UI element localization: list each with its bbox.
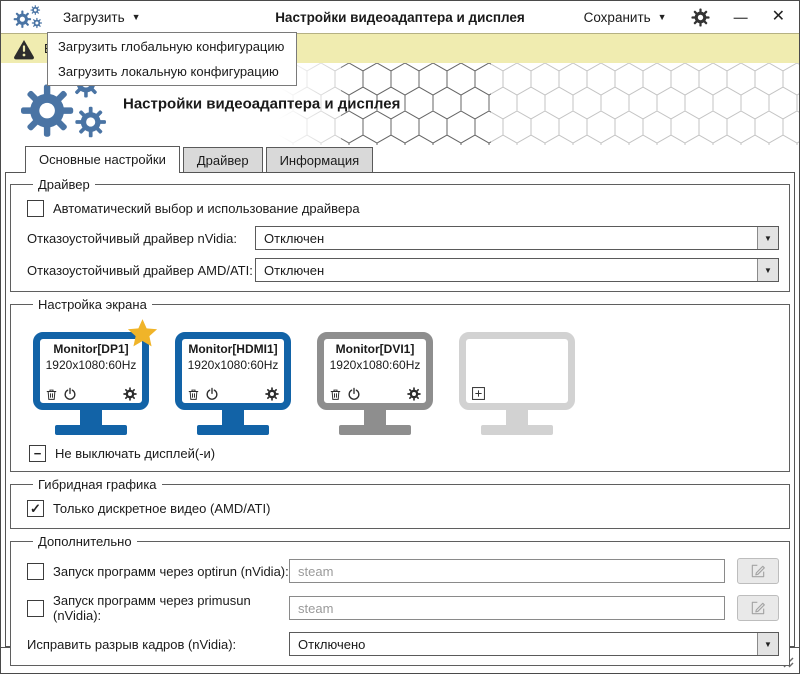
monitor-dvi1[interactable]: Monitor[DVI1] 1920x1080:60Hz bbox=[317, 332, 433, 435]
save-menu-label: Сохранить bbox=[583, 9, 651, 25]
power-monitor-icon[interactable] bbox=[347, 387, 361, 401]
group-driver: Драйвер Автоматический выбор и использов… bbox=[10, 177, 790, 292]
combo-arrow-icon: ▼ bbox=[757, 633, 778, 655]
page-header: Настройки видеоадаптера и дисплея bbox=[1, 63, 799, 145]
nvidia-failsafe-label: Отказоустойчивый драйвер nVidia: bbox=[27, 230, 237, 246]
load-dropdown-menu: Загрузить глобальную конфигурацию Загруз… bbox=[47, 32, 298, 86]
group-extra-legend: Дополнительно bbox=[38, 534, 132, 549]
menu-item-load-global[interactable]: Загрузить глобальную конфигурацию bbox=[58, 39, 285, 54]
group-hybrid-graphics: Гибридная графика ✓ Только дискретное ви… bbox=[10, 477, 790, 529]
chevron-down-icon: ▼ bbox=[131, 11, 141, 22]
minimize-button[interactable]: — bbox=[732, 8, 750, 26]
gear-icon bbox=[691, 8, 710, 27]
group-driver-legend: Драйвер bbox=[38, 177, 90, 192]
chevron-down-icon: ▼ bbox=[657, 11, 667, 22]
load-menu-button[interactable]: Загрузить ▼ bbox=[61, 6, 143, 29]
group-hybrid-legend: Гибридная графика bbox=[38, 477, 157, 492]
monitor-settings-icon[interactable] bbox=[265, 387, 279, 401]
optirun-label: Запуск программ через optirun (nVidia): bbox=[53, 563, 289, 579]
delete-monitor-icon[interactable] bbox=[187, 388, 200, 401]
monitor-resolution: 1920x1080:60Hz bbox=[187, 358, 279, 372]
add-monitor-icon[interactable] bbox=[471, 386, 486, 401]
partial-check-icon: − bbox=[33, 446, 42, 461]
window-title: Настройки видеоадаптера и дисплея bbox=[275, 9, 525, 25]
warning-icon bbox=[13, 38, 35, 60]
title-bar: Загрузить ▼ Настройки видеоадаптера и ди… bbox=[1, 1, 799, 33]
tearing-fix-select[interactable]: Отключено ▼ bbox=[289, 632, 779, 656]
edit-icon bbox=[750, 563, 766, 579]
monitor-resolution: 1920x1080:60Hz bbox=[45, 358, 137, 372]
tearing-fix-value: Отключено bbox=[298, 636, 366, 652]
power-monitor-icon[interactable] bbox=[205, 387, 219, 401]
check-icon: ✓ bbox=[30, 501, 41, 516]
app-gears-icon bbox=[13, 5, 45, 29]
primusun-edit-button[interactable] bbox=[737, 595, 779, 621]
menu-item-load-local[interactable]: Загрузить локальную конфигурацию bbox=[58, 64, 279, 79]
save-menu-button[interactable]: Сохранить ▼ bbox=[582, 6, 669, 29]
group-screen-legend: Настройка экрана bbox=[38, 297, 147, 312]
optirun-checkbox[interactable] bbox=[27, 562, 44, 580]
page-title: Настройки видеоадаптера и дисплея bbox=[123, 95, 401, 113]
tearing-fix-label: Исправить разрыв кадров (nVidia): bbox=[27, 636, 237, 652]
close-button[interactable]: ✕ bbox=[770, 7, 787, 27]
tab-main-settings[interactable]: Основные настройки bbox=[25, 146, 180, 173]
discrete-video-checkbox[interactable]: ✓ bbox=[27, 500, 44, 517]
monitor-settings-icon[interactable] bbox=[123, 387, 137, 401]
optirun-edit-button[interactable] bbox=[737, 558, 779, 584]
monitor-name: Monitor[DP1] bbox=[53, 342, 129, 356]
tab-bar: Основные настройки Драйвер Информация bbox=[1, 145, 799, 173]
delete-monitor-icon[interactable] bbox=[329, 388, 342, 401]
tab-content-panel: Драйвер Автоматический выбор и использов… bbox=[5, 172, 795, 666]
monitor-empty-slot[interactable] bbox=[459, 332, 575, 435]
primusun-checkbox[interactable] bbox=[27, 599, 44, 617]
monitor-hdmi1[interactable]: Monitor[HDMI1] 1920x1080:60Hz bbox=[175, 332, 291, 435]
amd-failsafe-label: Отказоустойчивый драйвер AMD/ATI: bbox=[27, 262, 253, 278]
combo-arrow-icon: ▼ bbox=[757, 227, 778, 249]
monitor-settings-icon[interactable] bbox=[407, 387, 421, 401]
group-screen-setup: Настройка экрана Monitor[DP1] 1920x1080:… bbox=[10, 297, 790, 472]
close-icon: ✕ bbox=[771, 8, 785, 25]
monitor-list: Monitor[DP1] 1920x1080:60Hz Monitor[HDMI… bbox=[27, 332, 779, 435]
primary-star-icon bbox=[126, 318, 159, 351]
hexagon-pattern bbox=[279, 63, 799, 145]
monitor-name: Monitor[HDMI1] bbox=[188, 342, 278, 356]
primusun-label: Запуск программ через primusun (nVidia): bbox=[53, 593, 251, 623]
minimize-icon: — bbox=[733, 9, 748, 25]
settings-button[interactable] bbox=[689, 6, 712, 29]
combo-arrow-icon: ▼ bbox=[757, 259, 778, 281]
tab-driver[interactable]: Драйвер bbox=[182, 147, 263, 172]
auto-driver-checkbox[interactable] bbox=[27, 200, 44, 217]
discrete-video-label: Только дискретное видео (AMD/ATI) bbox=[53, 501, 271, 516]
group-extra: Дополнительно Запуск программ через opti… bbox=[10, 534, 790, 666]
auto-driver-label: Автоматический выбор и использование дра… bbox=[53, 201, 360, 216]
amd-failsafe-value: Отключен bbox=[264, 262, 325, 278]
power-monitor-icon[interactable] bbox=[63, 387, 77, 401]
edit-icon bbox=[750, 600, 766, 616]
monitor-name: Monitor[DVI1] bbox=[335, 342, 415, 356]
monitor-dp1[interactable]: Monitor[DP1] 1920x1080:60Hz bbox=[33, 332, 149, 435]
nvidia-failsafe-select[interactable]: Отключен ▼ bbox=[255, 226, 779, 250]
optirun-command-input[interactable] bbox=[289, 559, 725, 583]
primusun-command-input[interactable] bbox=[289, 596, 725, 620]
tab-information[interactable]: Информация bbox=[265, 147, 374, 172]
amd-failsafe-select[interactable]: Отключен ▼ bbox=[255, 258, 779, 282]
delete-monitor-icon[interactable] bbox=[45, 388, 58, 401]
keep-displays-on-label: Не выключать дисплей(-и) bbox=[55, 446, 216, 461]
monitor-resolution: 1920x1080:60Hz bbox=[329, 358, 421, 372]
nvidia-failsafe-value: Отключен bbox=[264, 230, 325, 246]
keep-displays-on-checkbox[interactable]: − bbox=[29, 445, 46, 462]
titlebar-controls: Сохранить ▼ — ✕ bbox=[582, 6, 787, 29]
load-menu-label: Загрузить bbox=[63, 9, 125, 25]
